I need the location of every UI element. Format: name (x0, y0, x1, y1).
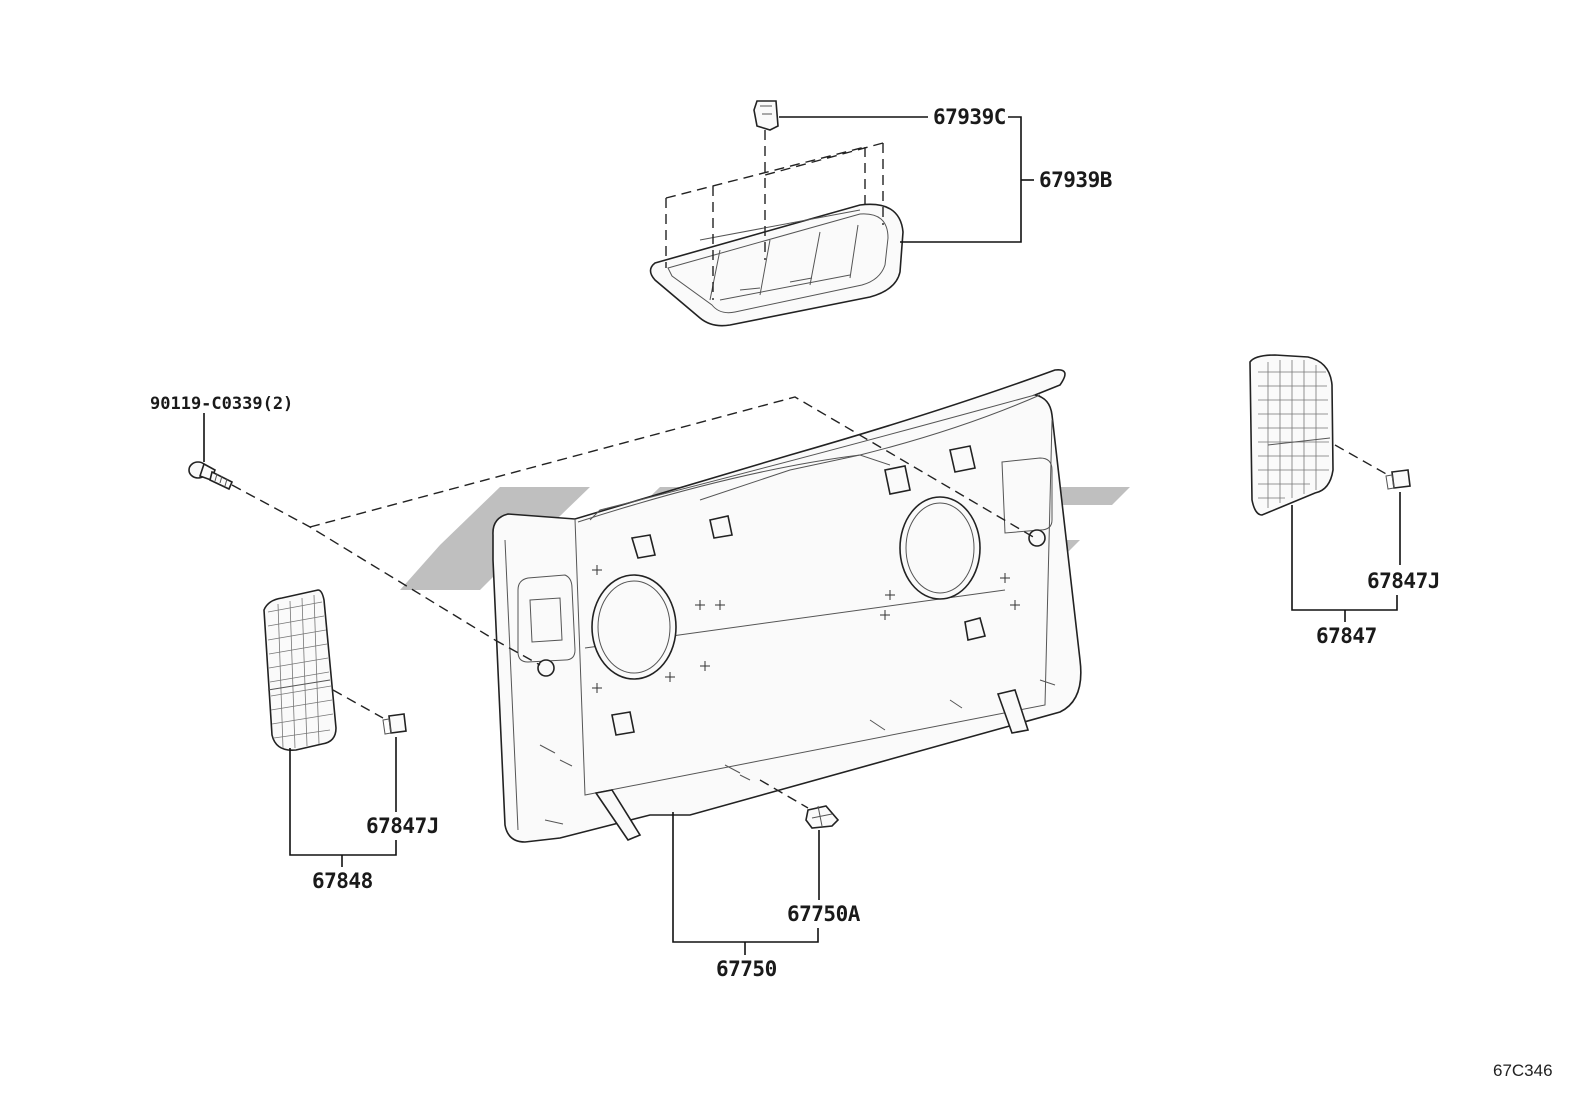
screw-alignment-lines (231, 396, 1036, 666)
part-67847J-left-clip (382, 713, 407, 735)
part-67847-right-grille (1249, 354, 1334, 516)
clip-67750A-alignment (759, 779, 809, 809)
left-clip-alignment (332, 689, 384, 719)
leader-67848 (289, 737, 397, 867)
label-67848[interactable]: 67848 (312, 869, 373, 893)
part-67939C-clip (753, 100, 779, 131)
label-90119-C0339[interactable]: 90119-C0339(2) (150, 394, 293, 414)
leader-67750 (672, 812, 820, 955)
part-67750-main-panel (492, 368, 1082, 843)
label-67939B[interactable]: 67939B (1039, 168, 1112, 192)
label-67847J-left[interactable]: 67847J (366, 814, 439, 838)
label-67939C[interactable]: 67939C (933, 105, 1006, 129)
label-67750[interactable]: 67750 (716, 957, 777, 981)
leader-67939B-67939C (779, 116, 1034, 243)
diagram-code: 67C346 (1493, 1061, 1553, 1080)
leader-67847 (1291, 492, 1401, 622)
right-clip-alignment (1334, 444, 1389, 476)
tray-alignment-lines (665, 130, 884, 300)
part-67750A-clip (805, 805, 840, 829)
part-67847J-right-clip (1385, 469, 1411, 490)
part-67939B-tray (649, 203, 904, 327)
label-67847J-right[interactable]: 67847J (1367, 569, 1440, 593)
label-67750A[interactable]: 67750A (787, 902, 861, 926)
label-67847[interactable]: 67847 (1316, 624, 1377, 648)
part-90119-screw (188, 461, 234, 491)
part-67848-left-grille (263, 589, 337, 752)
